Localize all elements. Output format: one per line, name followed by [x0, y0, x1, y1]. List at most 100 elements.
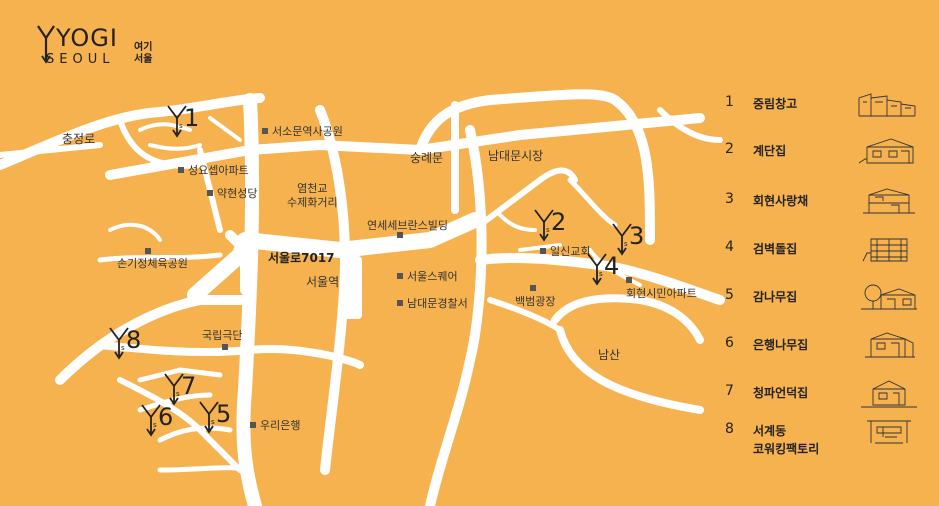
legend-name: 계단집 — [753, 144, 787, 158]
place-marker — [250, 422, 256, 428]
stair-house-icon — [858, 138, 914, 164]
label-yakhyeon-church: 약현성당 — [207, 188, 257, 199]
label-text: 남대문경찰서 — [407, 297, 468, 310]
legend-number: 5 — [725, 287, 734, 303]
map-pin-6[interactable]: s 6 — [140, 403, 173, 439]
label-text: 우리은행 — [260, 419, 301, 432]
label-seoul-station: 서울역 — [306, 275, 340, 289]
logo-sub: SEOUL — [46, 52, 114, 67]
legend-name: 은행나무집 — [753, 338, 809, 352]
map-pin-8[interactable]: s 8 — [108, 326, 141, 362]
legend-name: 중림창고 — [753, 97, 798, 111]
label-namdaemun-police: 남대문경찰서 — [397, 298, 468, 309]
legend-number: 7 — [725, 383, 734, 399]
pin-number: 1 — [184, 104, 200, 132]
label-woori-bank: 우리은행 — [250, 420, 300, 431]
baekbeom-marker — [530, 285, 536, 291]
label-seoul-square: 서울스퀘어 — [397, 271, 458, 282]
svg-text:s: s — [546, 226, 550, 234]
logo-wordmark: YOGI — [55, 24, 118, 52]
legend-item-3[interactable]: 3 회현사랑채 — [725, 185, 925, 221]
label-sonkijeong-park: 손기정체육공원 — [117, 257, 188, 270]
pin-y-icon: s — [164, 373, 184, 406]
map-pin-2[interactable]: s 2 — [533, 208, 566, 244]
legend-number: 6 — [725, 335, 734, 351]
label-severance-building: 연세세브란스빌딩 — [367, 219, 448, 232]
logo-korean-top: 여기 — [134, 40, 152, 53]
svg-text:s: s — [153, 421, 157, 429]
label-seongyo-apt: 성요셉아파트 — [178, 165, 249, 176]
pin-y-icon: s — [534, 209, 554, 242]
pin-y-icon: s — [109, 327, 129, 360]
pin-number: 3 — [629, 222, 645, 250]
place-marker — [397, 273, 403, 279]
legend-item-7[interactable]: 7 청파언덕집 — [725, 377, 925, 413]
label-baekbeom-square: 백범광장 — [515, 295, 556, 308]
place-marker — [540, 248, 546, 254]
hanok-house-icon — [863, 188, 915, 214]
pin-number: 2 — [551, 208, 567, 236]
legend-item-8[interactable]: 8 서계동 코워킹팩토리 — [725, 415, 925, 465]
legend-item-2[interactable]: 2 계단집 — [725, 135, 925, 171]
svg-text:s: s — [121, 344, 125, 352]
legend-number: 8 — [725, 421, 734, 437]
legend-name: 검벽돌집 — [753, 242, 798, 256]
label-text: 성요셉아파트 — [188, 164, 249, 177]
map-pin-7[interactable]: s 7 — [163, 372, 196, 408]
label-text: 약현성당 — [217, 187, 258, 200]
map-pin-1[interactable]: s 1 — [166, 104, 199, 140]
legend-item-1[interactable]: 1 중림창고 — [725, 88, 925, 124]
pin-number: 4 — [604, 252, 620, 280]
pin-number: 8 — [126, 326, 142, 354]
pin-y-icon: s — [612, 223, 632, 256]
legend-name: 서계동 코워킹팩토리 — [753, 424, 820, 456]
legend-item-6[interactable]: 6 은행나무집 — [725, 329, 925, 365]
label-seoullo: 서울로7017 — [268, 251, 335, 265]
legend-number: 2 — [725, 141, 734, 157]
svg-text:s: s — [179, 122, 183, 130]
legend-name: 감나무집 — [753, 290, 798, 304]
label-chungjeongno: 충정로 — [62, 132, 96, 146]
label-national-theater: 국립극단 — [202, 329, 243, 342]
yogi-seoul-logo: YOGI SEOUL 여기 서울 — [37, 24, 152, 67]
map-pin-5[interactable]: s 5 — [198, 400, 231, 436]
svg-text:s: s — [624, 240, 628, 248]
legend-name: 회현사랑채 — [753, 194, 809, 208]
label-namsan: 남산 — [598, 348, 621, 362]
severance-marker — [397, 232, 403, 238]
label-text: 일신교회 — [550, 245, 591, 258]
legend-number: 1 — [725, 94, 734, 110]
national-theater-marker — [222, 344, 228, 350]
place-marker — [262, 128, 268, 134]
legend-item-4[interactable]: 4 검벽돌집 — [725, 233, 925, 269]
label-text: 서울스퀘어 — [407, 270, 458, 283]
legend-number: 4 — [725, 239, 734, 255]
label-seosomun-park: 서소문역사공원 — [262, 126, 343, 137]
pin-y-icon: s — [141, 404, 161, 437]
legend-name: 청파언덕집 — [753, 386, 809, 400]
label-sungnyemun: 숭례문 — [410, 151, 444, 165]
pin-number: 6 — [158, 403, 174, 431]
legend-item-5[interactable]: 5 감나무집 — [725, 281, 925, 317]
persimmon-tree-house-icon — [861, 284, 917, 310]
ginkgo-house-icon — [865, 332, 915, 358]
svg-text:s: s — [176, 390, 180, 398]
pin-y-icon: s — [167, 105, 187, 138]
pin-number: 5 — [216, 400, 232, 428]
map-pin-3[interactable]: s 3 — [611, 222, 644, 258]
logo-korean-bottom: 서울 — [134, 52, 152, 65]
pin-y-icon: s — [199, 401, 219, 434]
place-marker — [397, 300, 403, 306]
pin-number: 7 — [181, 372, 197, 400]
map-pin-4[interactable]: s 4 — [586, 252, 619, 288]
label-namdaemun-market: 남대문시장 — [488, 149, 544, 163]
legend-number: 3 — [725, 191, 734, 207]
label-yeomcheon-bridge: 염천교 수제화거리 — [287, 182, 338, 210]
label-text: 서소문역사공원 — [272, 125, 343, 138]
sonkijeong-marker — [145, 248, 151, 254]
hoehyeon-apt-marker — [626, 277, 632, 283]
place-marker — [178, 167, 184, 173]
label-hoehyeon-apt: 회현시민아파트 — [626, 287, 697, 300]
brick-building-icon — [862, 238, 908, 262]
